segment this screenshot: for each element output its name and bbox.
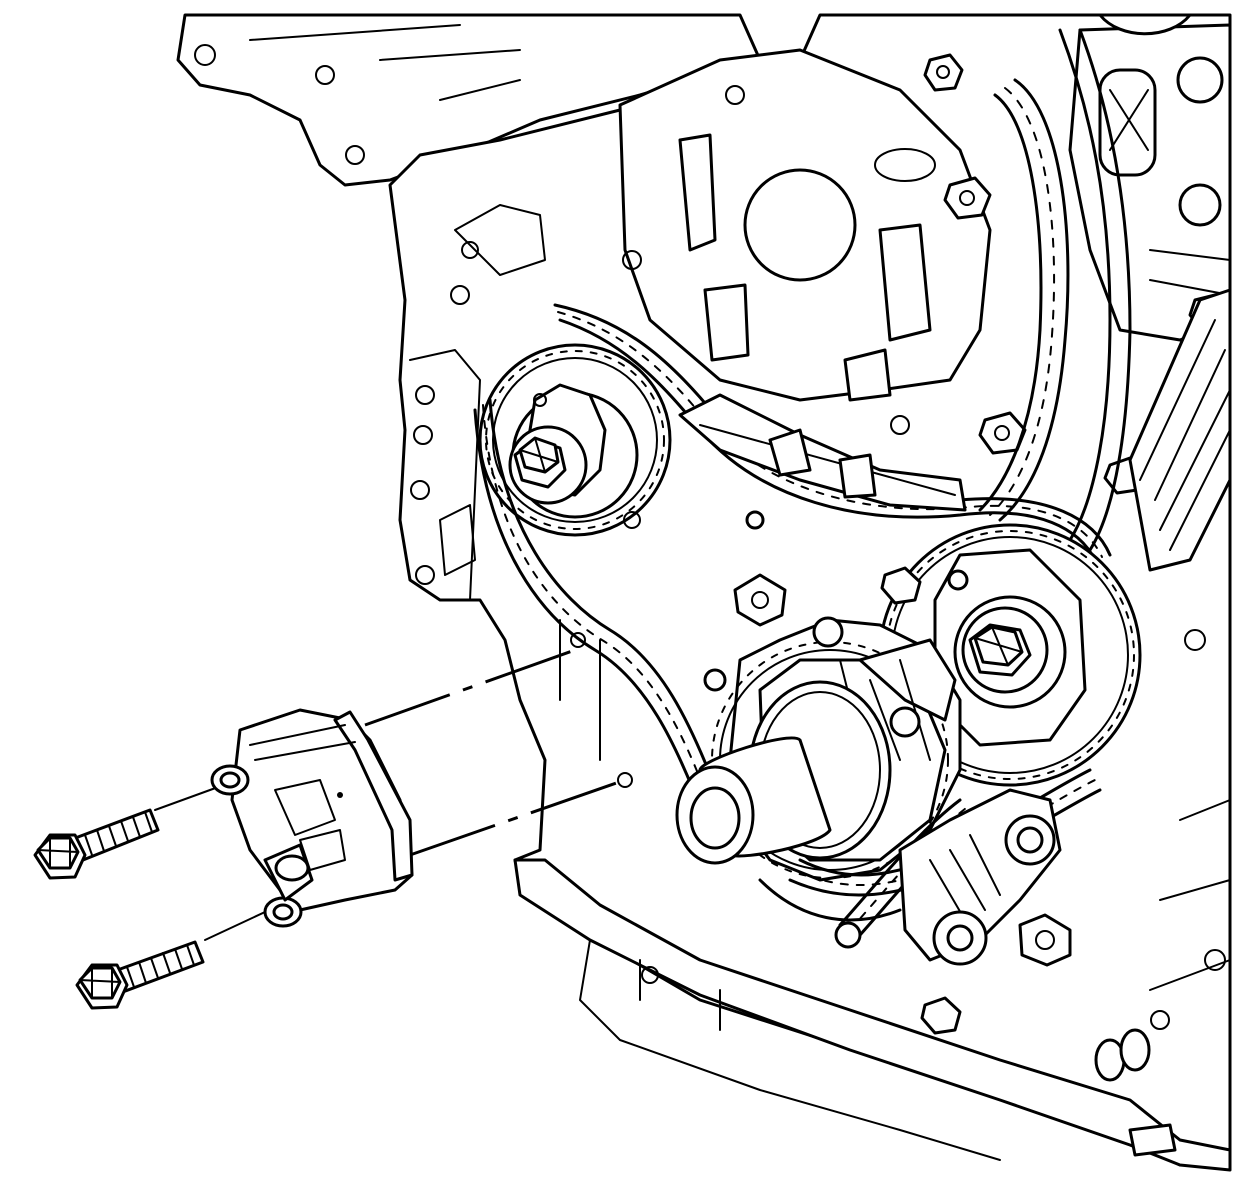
bolt-head (733, 573, 787, 627)
chain-tensioner (210, 708, 414, 928)
tensioner-bolt-upper (33, 808, 160, 880)
chain-guide-upper (678, 393, 967, 512)
cam-bolt-left (513, 436, 567, 489)
bolt-head (920, 996, 962, 1035)
flange-hole (1119, 1028, 1151, 1072)
cover-slot (703, 283, 750, 362)
cover-slot (678, 133, 717, 252)
cover-slot (843, 348, 892, 402)
block-hole (410, 480, 430, 500)
block-hole (461, 241, 479, 259)
timing-chain-main (473, 303, 1112, 822)
cover-hole (315, 65, 335, 85)
cover-slot (878, 223, 932, 342)
timing-chain-upper (978, 28, 1232, 572)
cover-hole (345, 145, 365, 165)
cover-bore (743, 168, 857, 282)
cam-bore (1176, 56, 1224, 104)
bolt-head (880, 566, 922, 605)
o-ring (874, 148, 936, 182)
block-hole (415, 565, 435, 585)
lower-chain-tensioner (834, 788, 1072, 1035)
bolt-head (943, 176, 992, 220)
lower-flange (513, 619, 1232, 1172)
camshaft-sprocket-left (478, 343, 672, 537)
cam-bolt-right (968, 623, 1032, 677)
block-hole (415, 385, 435, 405)
crankshaft-nose (675, 680, 892, 865)
bolt-head (1018, 913, 1072, 967)
cam-bore (1178, 183, 1222, 227)
bolt-head (923, 53, 964, 92)
cover-hole (194, 44, 216, 66)
tensioner-bolt-lower (75, 940, 205, 1010)
block-hole (413, 425, 433, 445)
block-hole (450, 285, 470, 305)
